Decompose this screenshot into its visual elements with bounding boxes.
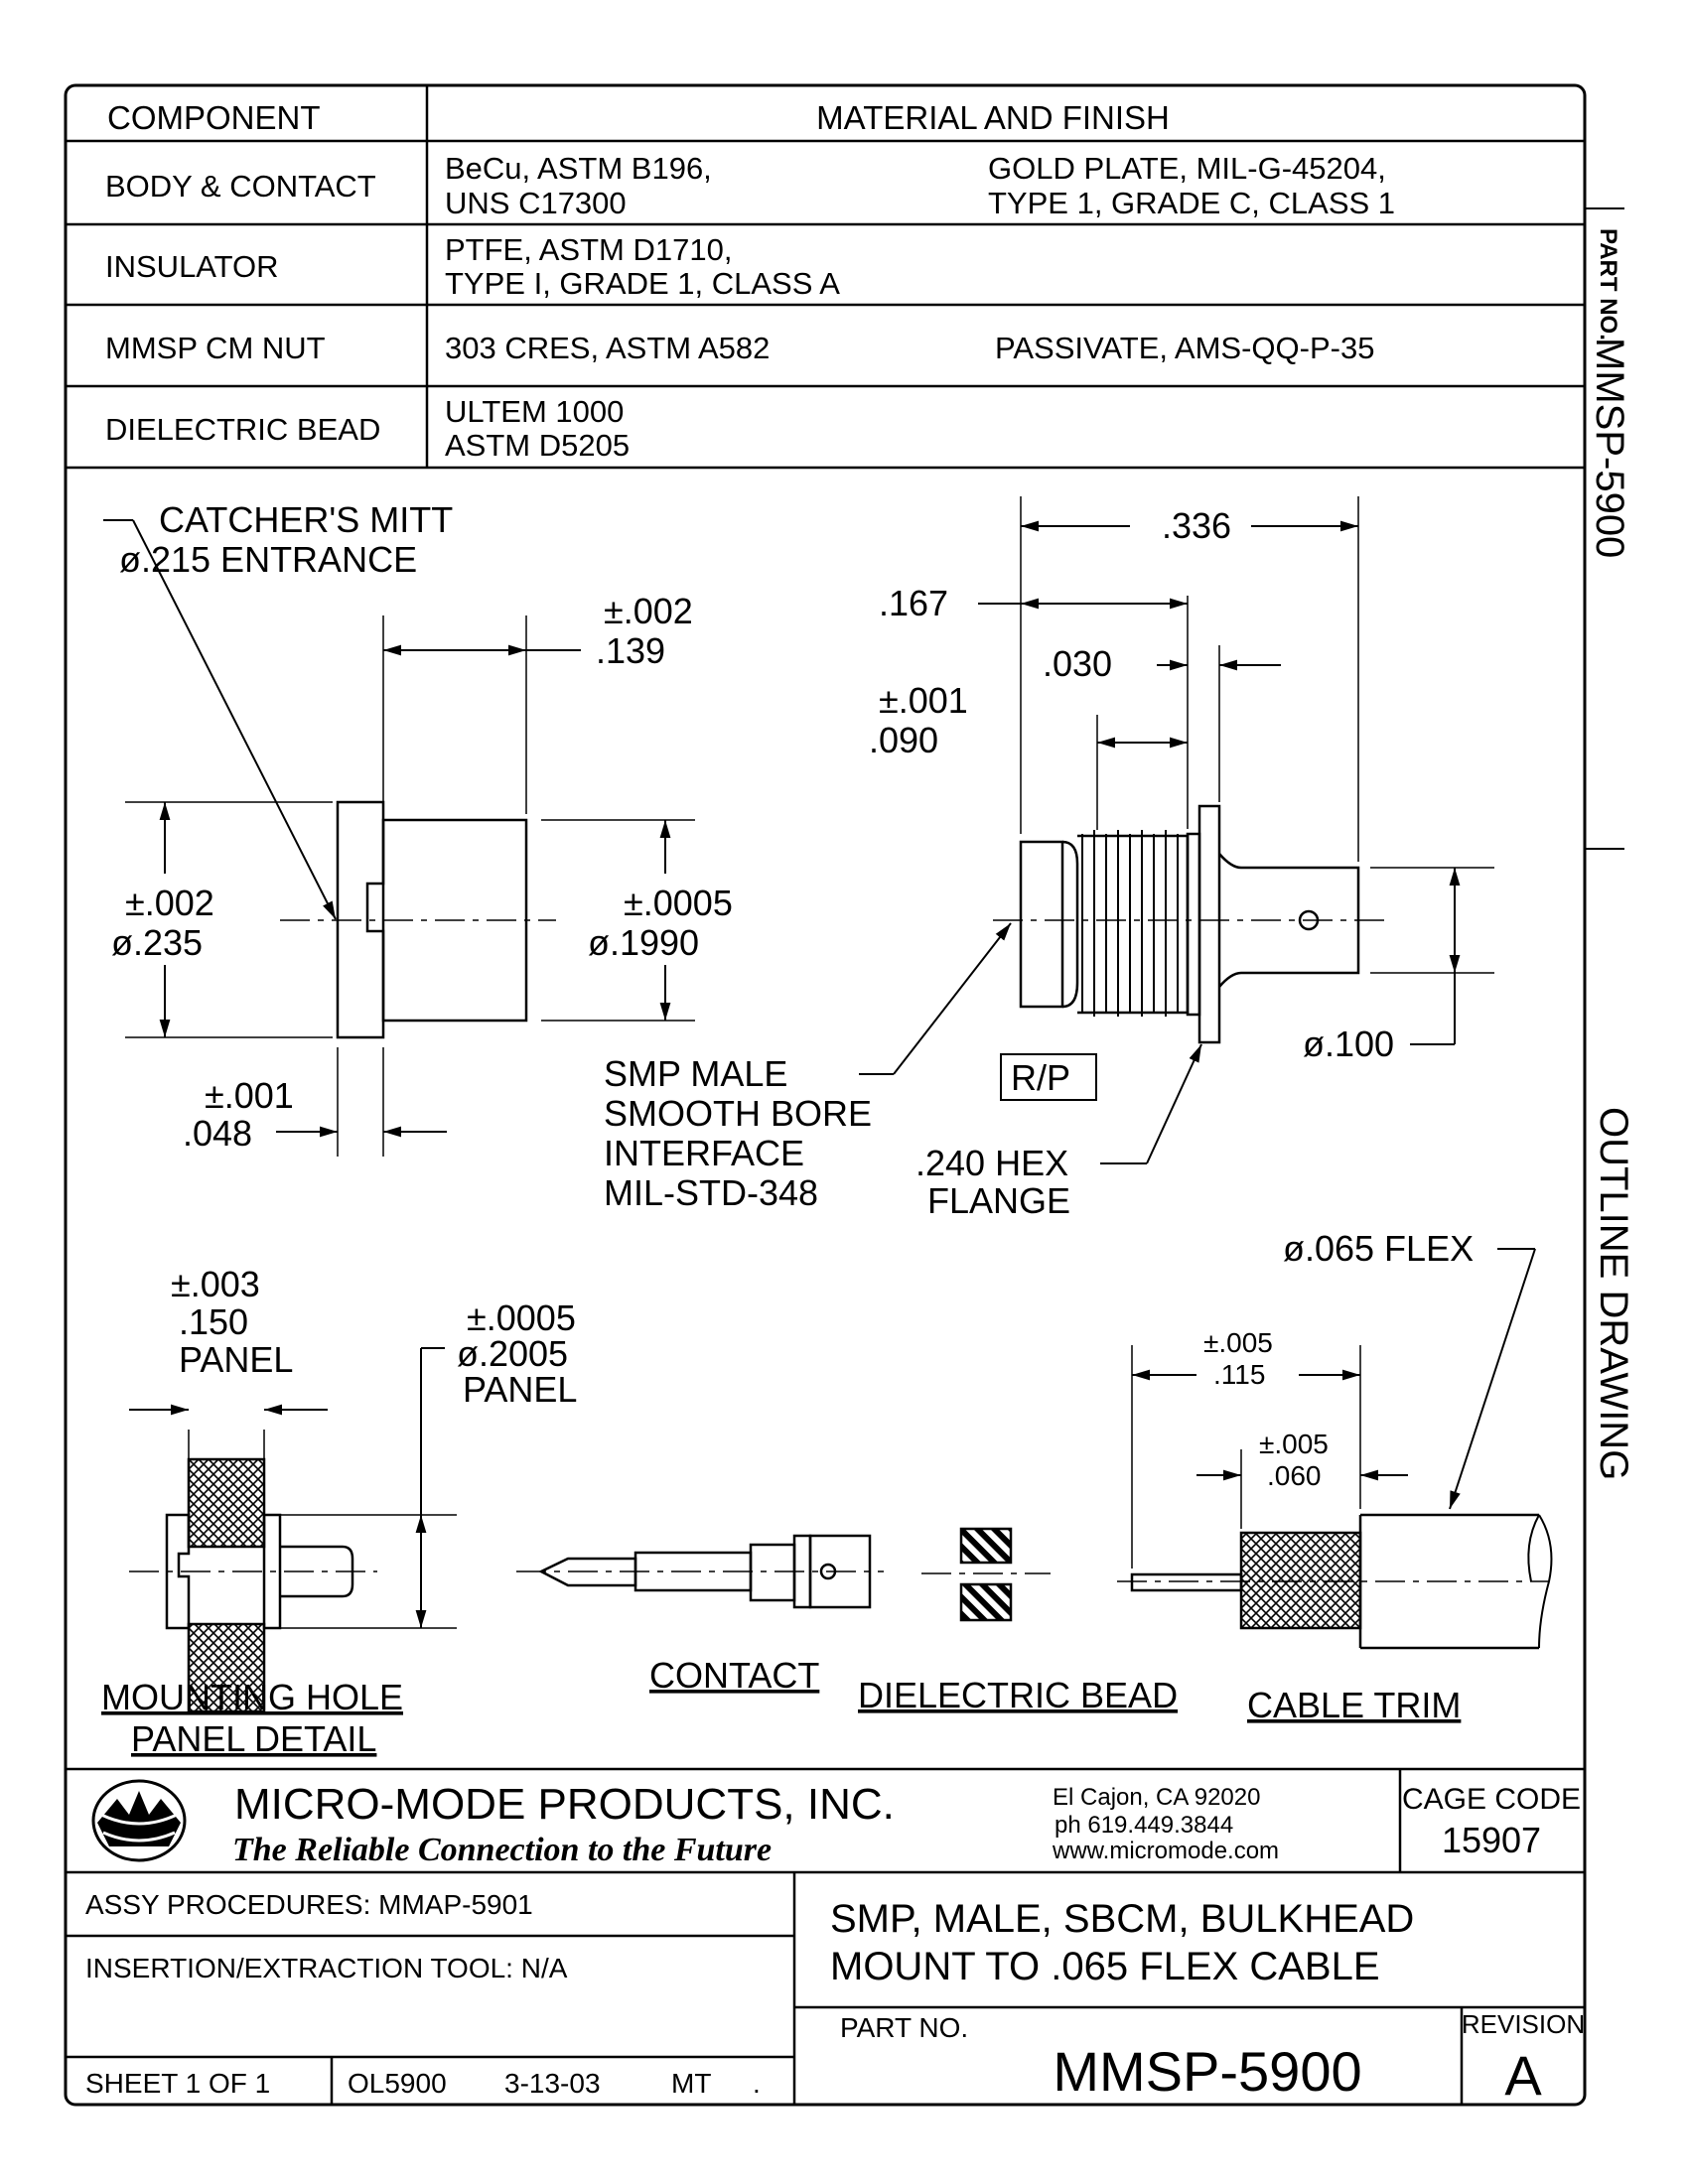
hex-flange-label: FLANGE <box>927 1180 1070 1221</box>
trim-060-value: .060 <box>1267 1460 1322 1491</box>
catchers-mitt-entrance: ø.215 ENTRANCE <box>119 539 417 580</box>
trim-060-tolerance: ±.005 <box>1259 1429 1329 1459</box>
drawing-description: SMP, MALE, SBCM, BULKHEAD <box>830 1897 1414 1941</box>
interface-detail-view <box>103 519 695 1157</box>
cable-trim-view <box>1117 1248 1553 1650</box>
drawing-date: 3-13-03 <box>504 2068 601 2099</box>
dim-167-value: .167 <box>879 583 948 623</box>
drawing-description: MOUNT TO .065 FLEX CABLE <box>830 1945 1380 1988</box>
sheet-border <box>64 83 1587 2107</box>
caption-mounting-hole: MOUNTING HOLE <box>101 1677 403 1717</box>
dim-100-value: ø.100 <box>1303 1024 1394 1064</box>
smp-interface-label: MIL-STD-348 <box>604 1172 818 1213</box>
company-phone: ph 619.449.3844 <box>1055 1812 1233 1839</box>
panel-2005-value: ø.2005 <box>457 1333 568 1374</box>
component-cell: INSULATOR <box>105 249 279 284</box>
header-material-finish: MATERIAL AND FINISH <box>816 99 1170 136</box>
smp-interface-label: SMP MALE <box>604 1053 787 1094</box>
dim-139-value: .139 <box>596 630 665 671</box>
assy-procedures: ASSY PROCEDURES: MMAP-5901 <box>85 1889 533 1920</box>
caption-dielectric-bead: DIELECTRIC BEAD <box>858 1675 1178 1715</box>
caption-contact: CONTACT <box>649 1655 819 1696</box>
cage-code-label: CAGE CODE <box>1402 1783 1581 1816</box>
drawn-by: MT <box>671 2068 711 2099</box>
dim-090-value: .090 <box>869 720 938 760</box>
side-part-no: PART NO. MMSP-5900 <box>1588 228 1631 558</box>
sheet-number: SHEET 1 OF 1 <box>85 2068 270 2099</box>
material-cell: TYPE I, GRADE 1, CLASS A <box>445 266 840 301</box>
insertion-tool: INSERTION/EXTRACTION TOOL: N/A <box>85 1953 568 1983</box>
company-website: www.micromode.com <box>1052 1838 1279 1864</box>
company-address: El Cajon, CA 92020 <box>1053 1784 1260 1811</box>
table-row: MMSP CM NUT 303 CRES, ASTM A582 PASSIVAT… <box>105 331 1374 365</box>
smp-interface-label: INTERFACE <box>604 1133 804 1173</box>
flex-cable-label: ø.065 FLEX <box>1283 1228 1474 1269</box>
dim-235-value: ø.235 <box>111 922 203 963</box>
finish-cell: TYPE 1, GRADE C, CLASS 1 <box>988 186 1395 220</box>
side-drawing-type-label: OUTLINE DRAWING <box>1592 1107 1635 1480</box>
header-component: COMPONENT <box>107 99 321 136</box>
dim-1990-tolerance: ±.0005 <box>624 883 733 923</box>
component-cell: DIELECTRIC BEAD <box>105 412 380 447</box>
material-cell: PTFE, ASTM D1710, <box>445 232 732 267</box>
part-no-value: MMSP-5900 <box>1053 2040 1361 2103</box>
table-row: INSULATOR PTFE, ASTM D1710, TYPE I, GRAD… <box>105 232 840 301</box>
dim-336-value: .336 <box>1162 505 1231 546</box>
table-row: BODY & CONTACT BeCu, ASTM B196, UNS C173… <box>105 151 1395 220</box>
title-block-dot: . <box>753 2068 761 2099</box>
material-cell: 303 CRES, ASTM A582 <box>445 331 770 365</box>
title-block <box>66 1767 1585 2105</box>
part-no-label: PART NO. <box>840 2012 968 2043</box>
revision-label: REVISION <box>1462 2009 1585 2039</box>
material-cell: ULTEM 1000 <box>445 394 624 429</box>
company-name: MICRO-MODE PRODUCTS, INC. <box>234 1780 895 1829</box>
dim-1990-value: ø.1990 <box>588 922 699 963</box>
catchers-mitt-label: CATCHER'S MITT <box>159 499 453 540</box>
table-row: DIELECTRIC BEAD ULTEM 1000 ASTM D5205 <box>105 394 630 463</box>
drawing-number: OL5900 <box>348 2068 447 2099</box>
side-part-no-label: PART NO. <box>1595 228 1621 341</box>
trim-115-tolerance: ±.005 <box>1203 1327 1273 1358</box>
rp-label: R/P <box>1011 1057 1070 1098</box>
connector-side-view <box>859 496 1494 1164</box>
company-logo <box>91 1779 187 1862</box>
smp-interface-label: SMOOTH BORE <box>604 1093 872 1134</box>
material-cell: ASTM D5205 <box>445 428 630 463</box>
contact-view <box>516 1534 884 1609</box>
dielectric-bead-view <box>921 1527 1051 1622</box>
hex-flange-label: .240 HEX <box>915 1143 1068 1183</box>
dim-048-value: .048 <box>183 1113 252 1154</box>
material-table <box>66 85 1585 470</box>
mounting-hole-view <box>129 1347 457 1713</box>
component-cell: BODY & CONTACT <box>105 169 376 204</box>
trim-115-value: .115 <box>1213 1359 1265 1390</box>
material-cell: BeCu, ASTM B196, <box>445 151 712 186</box>
side-drawing-type: OUTLINE DRAWING <box>1592 1107 1635 1480</box>
caption-cable-trim: CABLE TRIM <box>1247 1685 1461 1725</box>
panel-2005-tolerance: ±.0005 <box>467 1297 576 1338</box>
finish-cell: PASSIVATE, AMS-QQ-P-35 <box>995 331 1374 365</box>
component-cell: MMSP CM NUT <box>105 331 326 365</box>
dim-048-tolerance: ±.001 <box>205 1075 294 1116</box>
caption-panel-detail: PANEL DETAIL <box>131 1718 376 1759</box>
dim-090-tolerance: ±.001 <box>879 680 968 721</box>
side-part-no-value: MMSP-5900 <box>1588 338 1631 558</box>
dim-030-value: .030 <box>1043 643 1112 684</box>
dim-139-tolerance: ±.002 <box>604 591 693 631</box>
panel-150-tolerance: ±.003 <box>171 1264 260 1304</box>
revision-value: A <box>1504 2044 1542 2107</box>
company-tagline: The Reliable Connection to the Future <box>232 1832 772 1868</box>
finish-cell: GOLD PLATE, MIL-G-45204, <box>988 151 1386 186</box>
panel-2005-label: PANEL <box>463 1369 577 1410</box>
dim-235-tolerance: ±.002 <box>125 883 214 923</box>
panel-150-label: PANEL <box>179 1339 293 1380</box>
panel-150-value: .150 <box>179 1301 248 1342</box>
material-cell: UNS C17300 <box>445 186 627 220</box>
cage-code-value: 15907 <box>1442 1820 1541 1860</box>
